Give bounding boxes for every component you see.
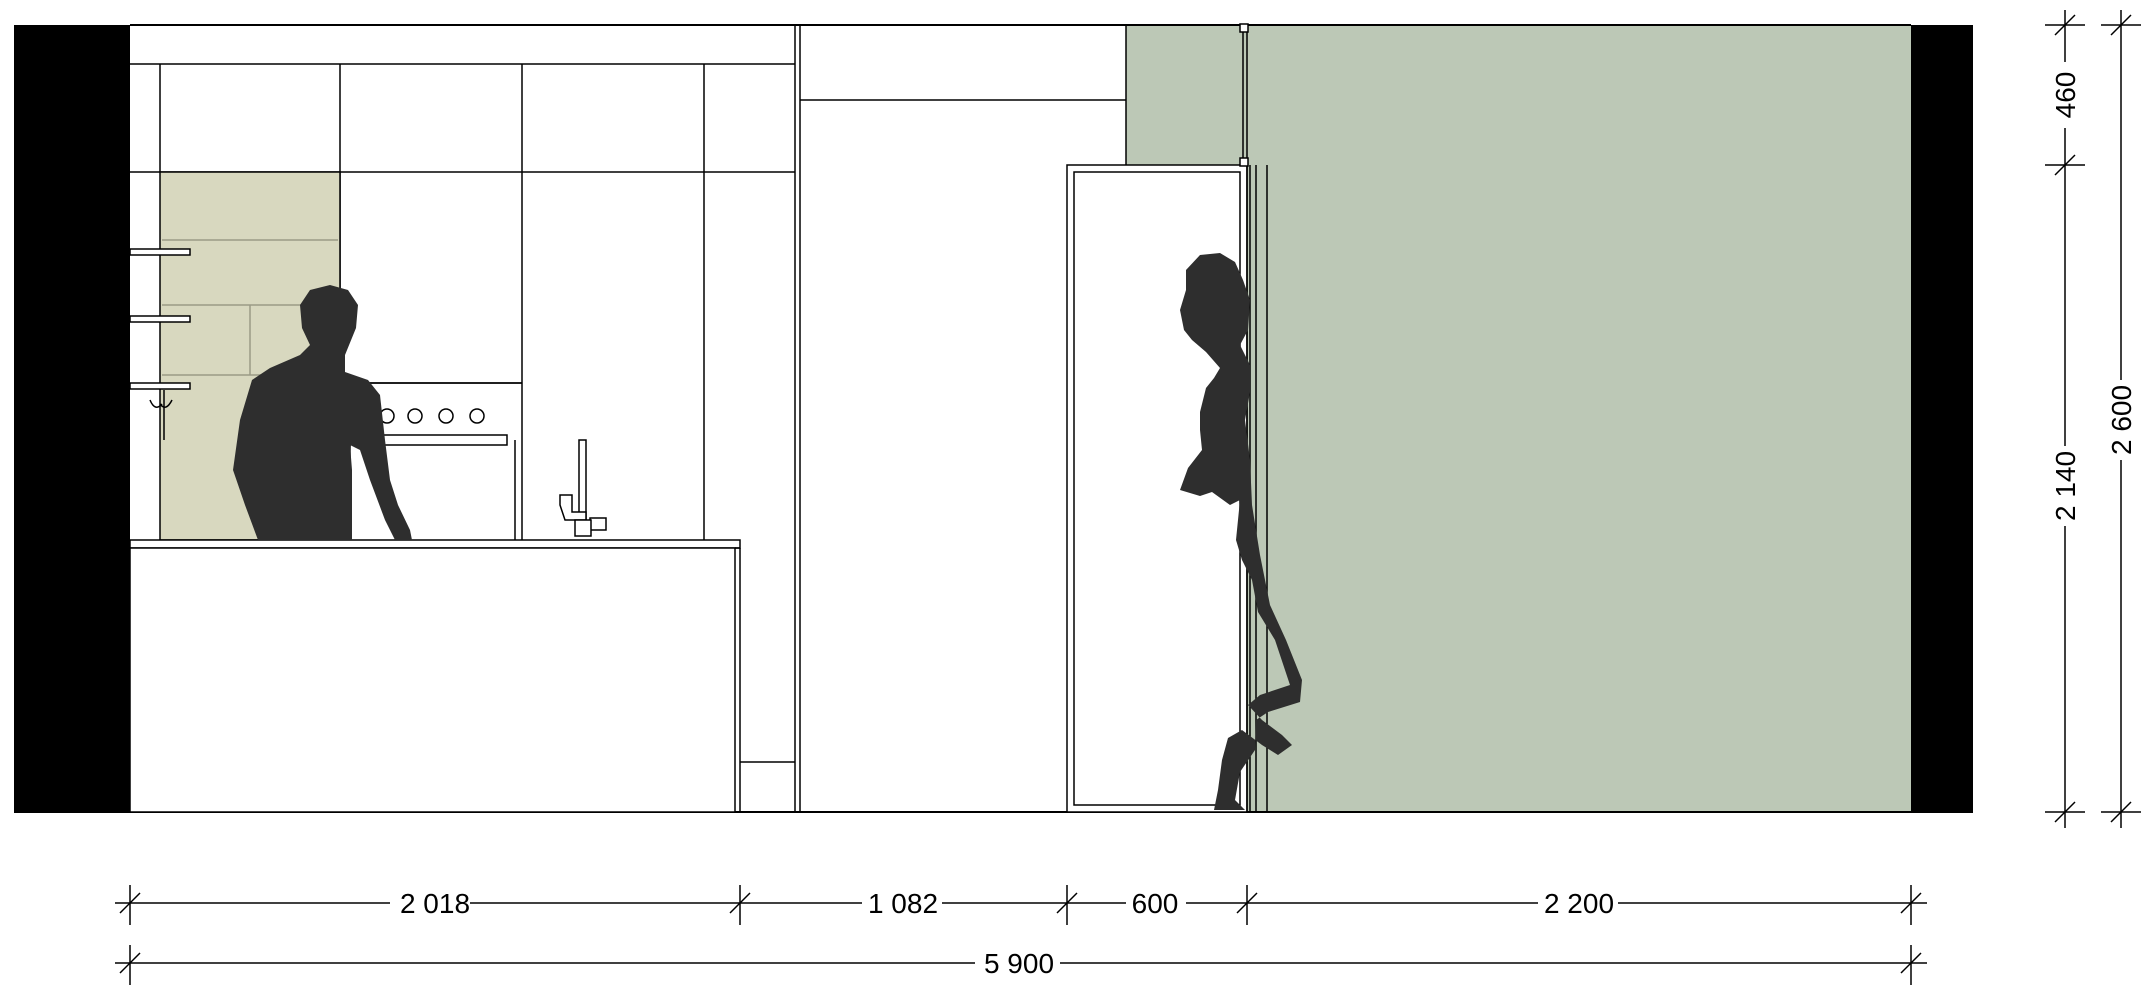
dim-label-460: 460 xyxy=(2050,72,2081,119)
vertical-dimension-labels: 460 2 140 2 600 xyxy=(2048,62,2138,526)
dim-label-5900: 5 900 xyxy=(984,948,1054,979)
dim-label-2200: 2 200 xyxy=(1544,888,1614,919)
horizontal-dimension-labels: 2 018 1 082 600 2 200 5 900 xyxy=(390,886,1618,980)
dim-label-600: 600 xyxy=(1132,888,1179,919)
green-wall-panel xyxy=(1126,25,1911,812)
left-end-wall xyxy=(14,25,130,812)
child-silhouette xyxy=(1180,253,1302,810)
floating-shelves xyxy=(129,248,191,390)
right-end-wall xyxy=(1911,25,1973,812)
dim-label-1082: 1 082 xyxy=(868,888,938,919)
dim-label-2140: 2 140 xyxy=(2050,451,2081,521)
pendant-hanger xyxy=(1239,23,1249,167)
faucet xyxy=(559,439,607,537)
kitchen-island xyxy=(129,539,741,813)
adult-silhouette xyxy=(233,285,412,540)
dim-label-2600: 2 600 xyxy=(2106,385,2137,455)
center-cabinet xyxy=(800,25,1127,165)
utensil-hooks xyxy=(149,390,173,440)
dim-label-2018: 2 018 xyxy=(400,888,470,919)
